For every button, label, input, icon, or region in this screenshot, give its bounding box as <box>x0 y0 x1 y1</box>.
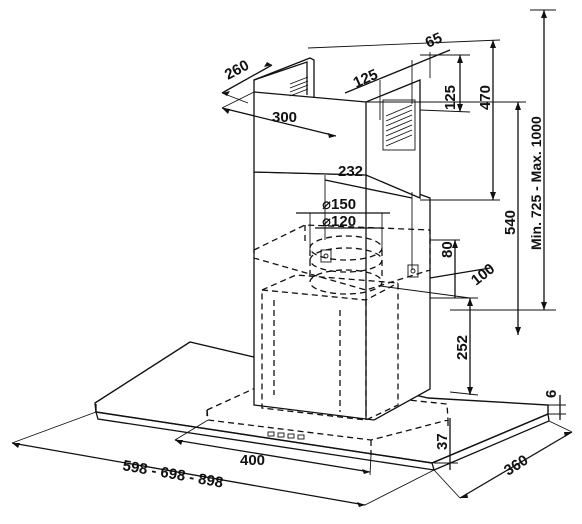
arrowheads <box>12 10 572 507</box>
label-control-width: 400 <box>240 452 265 469</box>
label-glass-depth: 360 <box>501 452 531 480</box>
label-vent-width: 125 <box>351 66 381 92</box>
label-outlet-height: 80 <box>439 241 456 258</box>
upper-chimney <box>253 57 421 199</box>
vent-grille-side <box>382 99 416 151</box>
label-outlet-spacing: 232 <box>338 163 363 180</box>
label-motor-height: 252 <box>454 335 471 360</box>
label-glass-thickness: 6 <box>543 390 560 398</box>
label-chimney-depth: 260 <box>222 57 252 84</box>
label-glass-widths: 598 - 698 - 898 <box>121 457 224 491</box>
label-outlet-diameter-large: ⌀150 <box>322 196 356 213</box>
motor-block-outline <box>261 274 399 421</box>
label-vent-offset: 65 <box>423 29 445 51</box>
label-outlet-depth: 100 <box>468 260 498 289</box>
bracket-right <box>407 264 419 278</box>
label-outlet-diameter-small: ⌀120 <box>322 213 356 230</box>
outlet-plane <box>253 224 431 291</box>
bracket-left <box>320 249 332 263</box>
label-vent-height: 125 <box>442 85 459 110</box>
label-upper-chimney-height: 470 <box>477 85 494 110</box>
vent-grille-top <box>289 76 309 97</box>
label-total-height: Min. 725 - Max. 1000 <box>528 116 544 250</box>
label-canopy-height: 37 <box>434 433 451 450</box>
label-chimney-width: 300 <box>272 109 297 126</box>
control-buttons <box>267 431 305 440</box>
label-lower-chimney-height: 540 <box>502 210 519 235</box>
